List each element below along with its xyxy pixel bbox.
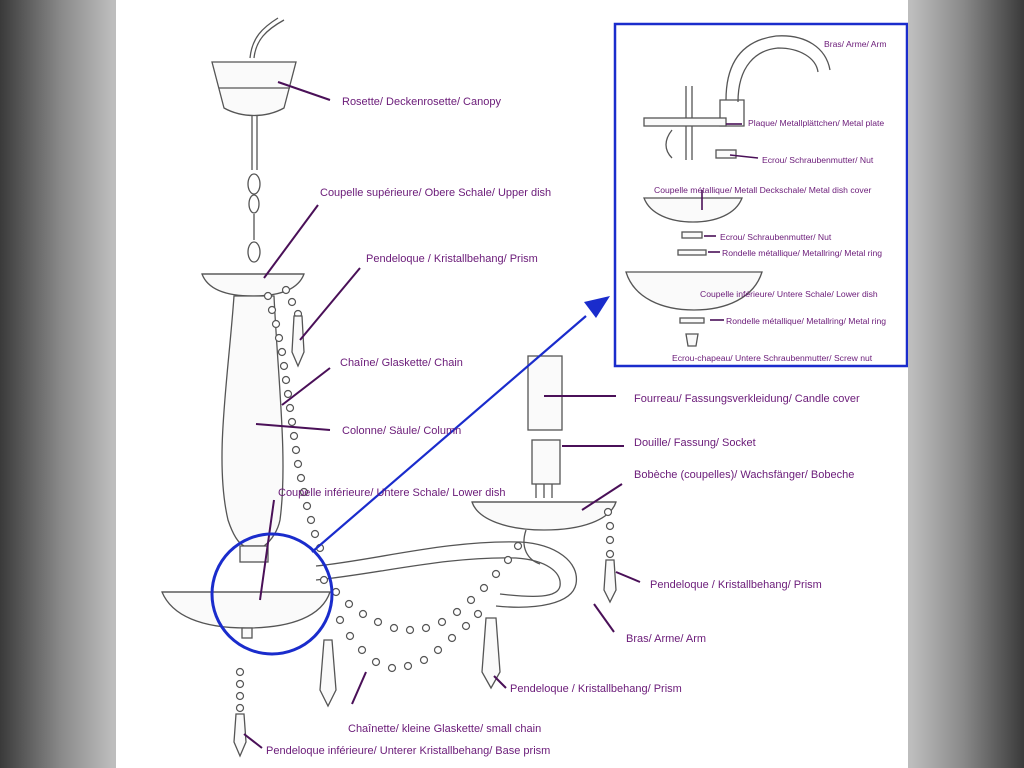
label-prism-right: Pendeloque / Kristallbehang/ Prism bbox=[650, 579, 822, 591]
inset-label-nut-2: Ecrou/ Schraubenmutter/ Nut bbox=[720, 232, 832, 242]
arm-shape bbox=[315, 541, 578, 608]
canopy-shape bbox=[211, 61, 297, 117]
inset-label-metal-ring-2: Rondelle métallique/ Metallring/ Metal r… bbox=[726, 316, 886, 326]
candle-cover-shape bbox=[527, 355, 563, 431]
callout-arrow-shaft bbox=[311, 315, 587, 553]
inset-label-metal-ring-1: Rondelle métallique/ Metallring/ Metal r… bbox=[722, 248, 882, 258]
cable bbox=[253, 19, 285, 59]
inset-metal-dish-cover-shape bbox=[643, 197, 743, 223]
inset-label-nut-1: Ecrou/ Schraubenmutter/ Nut bbox=[762, 155, 874, 165]
inset-arm-shape bbox=[725, 35, 831, 101]
callout-arrow-head bbox=[584, 296, 610, 318]
label-prism-top: Pendeloque / Kristallbehang/ Prism bbox=[366, 253, 538, 265]
socket-shape bbox=[531, 439, 561, 485]
inset-label-screw-nut: Ecrou-chapeau/ Untere Schraubenmutter/ S… bbox=[672, 353, 873, 363]
label-lower-dish: Coupelle inférieure/ Untere Schale/ Lowe… bbox=[278, 487, 505, 499]
main-labels: Rosette/ Deckenrosette/ Canopy Coupelle … bbox=[266, 96, 860, 757]
leader-lines bbox=[243, 81, 641, 749]
label-upper-dish: Coupelle supérieure/ Obere Schale/ Upper… bbox=[320, 187, 551, 199]
label-canopy: Rosette/ Deckenrosette/ Canopy bbox=[342, 96, 501, 108]
label-column: Colonne/ Säule/ Column bbox=[342, 425, 461, 437]
column-shape bbox=[221, 295, 284, 547]
inset-screw-nut-shape bbox=[685, 333, 699, 347]
inset-label-metal-dish-cover: Coupelle métallique/ Metall Deckschale/ … bbox=[654, 185, 871, 195]
chandelier-drawing bbox=[161, 17, 617, 758]
label-base-prism: Pendeloque inférieure/ Unterer Kristallb… bbox=[266, 745, 550, 757]
label-candle-cover: Fourreau/ Fassungsverkleidung/ Candle co… bbox=[634, 393, 860, 405]
label-chain: Chaîne/ Glaskette/ Chain bbox=[340, 357, 463, 369]
inset-plate-shape bbox=[643, 117, 727, 127]
detail-inset-frame bbox=[613, 22, 908, 368]
cable-strand bbox=[249, 17, 279, 59]
label-socket: Douille/ Fassung/ Socket bbox=[634, 437, 756, 449]
prism-right-shape bbox=[603, 559, 617, 604]
base-prism-shape bbox=[233, 713, 247, 758]
label-arm: Bras/ Arme/ Arm bbox=[626, 633, 706, 645]
inset-label-lower-dish: Coupelle inférieure/ Untere Schale/ Lowe… bbox=[700, 289, 878, 299]
inset-lower-dish-shape bbox=[625, 271, 763, 311]
bobeche-shape bbox=[471, 501, 617, 531]
diagram-sheet: Rosette/ Deckenrosette/ Canopy Coupelle … bbox=[116, 0, 908, 768]
label-small-chain: Chaînette/ kleine Glaskette/ small chain bbox=[348, 723, 541, 735]
prism-bottom-shape bbox=[481, 617, 501, 690]
inset-label-metal-plate: Plaque/ Metallplättchen/ Metal plate bbox=[748, 118, 884, 128]
inset-labels: Bras/ Arme/ Arm Plaque/ Metallplättchen/… bbox=[654, 39, 887, 363]
chandelier-diagram: Rosette/ Deckenrosette/ Canopy Coupelle … bbox=[161, 17, 908, 758]
small-chain-prism-shape bbox=[319, 639, 337, 708]
label-bobeche: Bobèche (coupelles)/ Wachsfänger/ Bobech… bbox=[634, 469, 854, 481]
small-chain-beads bbox=[319, 541, 523, 673]
prism-upper-shape bbox=[291, 315, 305, 368]
detail-inset bbox=[613, 22, 908, 368]
label-prism-bottom: Pendeloque / Kristallbehang/ Prism bbox=[510, 683, 682, 695]
lower-dish-shape bbox=[161, 591, 331, 629]
inset-label-arm: Bras/ Arme/ Arm bbox=[824, 39, 887, 49]
base-chain-beads bbox=[235, 667, 245, 713]
highlight-circle bbox=[210, 532, 334, 656]
